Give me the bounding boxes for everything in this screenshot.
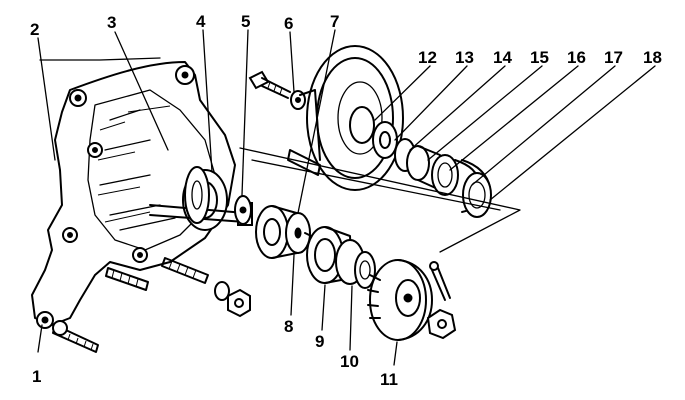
label-3: 3: [107, 13, 116, 32]
leader-14: [409, 65, 506, 151]
leader-10: [349, 285, 353, 351]
leader-18: [489, 65, 656, 201]
leader-6: [289, 31, 295, 93]
leader-12: [374, 65, 431, 121]
leader-8: [290, 254, 295, 316]
leader-15: [427, 65, 543, 161]
label-13: 13: [455, 48, 474, 67]
frame-outline: [39, 57, 521, 253]
loose-studs: [105, 257, 251, 318]
leader-3: [114, 31, 169, 151]
leader-2: [37, 37, 56, 161]
label-15: 15: [530, 48, 549, 67]
label-2: 2: [30, 20, 39, 39]
leader-11: [393, 341, 398, 366]
leader-lines: [37, 29, 656, 366]
leader-7: [297, 29, 336, 214]
pulley-disc: [287, 45, 404, 191]
label-18: 18: [643, 48, 662, 67]
leader-1: [37, 324, 43, 353]
label-1: 1: [32, 367, 41, 386]
shaft-bearings: [255, 205, 376, 289]
seal-washer: [184, 166, 252, 225]
label-10: 10: [340, 352, 359, 371]
label-11: 11: [380, 370, 398, 389]
label-16: 16: [567, 48, 586, 67]
stud-bolt: [52, 320, 99, 353]
castle-nut: [426, 261, 457, 340]
leader-4: [202, 29, 213, 173]
label-5: 5: [241, 12, 250, 31]
label-8: 8: [284, 317, 293, 336]
fan-hub: [367, 259, 433, 341]
label-14: 14: [493, 48, 512, 67]
part-labels: 1 2 3 4 5 6 7 8 9 10 11 12 13 14 15 16 1…: [30, 12, 662, 389]
leader-9: [321, 284, 326, 331]
leader-5: [241, 29, 249, 196]
flange-bolt: [248, 70, 306, 110]
label-9: 9: [315, 332, 324, 351]
label-12: 12: [418, 48, 437, 67]
label-4: 4: [196, 12, 206, 31]
leader-13: [394, 65, 468, 141]
label-7: 7: [330, 12, 339, 31]
leader-17: [471, 65, 616, 186]
label-17: 17: [604, 48, 623, 67]
bearing-stack: [372, 121, 492, 218]
label-6: 6: [284, 14, 293, 33]
leader-16: [449, 65, 579, 171]
pump-housing: [31, 61, 236, 329]
